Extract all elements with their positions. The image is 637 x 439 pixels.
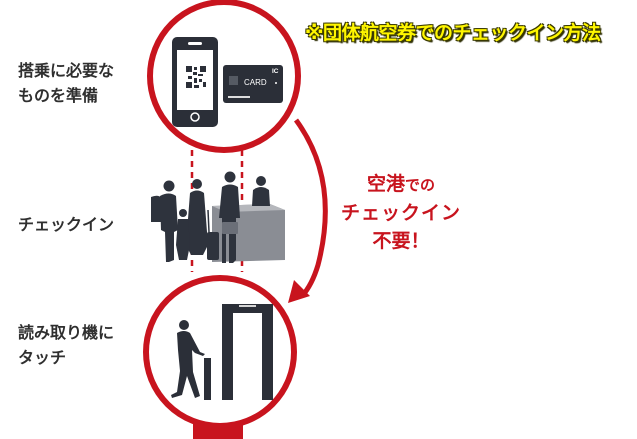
arrow-head-icon <box>288 280 310 303</box>
ic-card-icon: IC CARD <box>223 65 283 103</box>
ic-label: IC <box>272 68 279 75</box>
checkin-counter-queue-icon <box>151 171 285 263</box>
card-label: CARD <box>244 78 267 87</box>
callout-line1-sub: での <box>405 176 436 194</box>
smartphone-qr-icon <box>172 37 218 127</box>
step2-label: チェックイン <box>18 215 115 234</box>
gate-reader-touch-icon <box>171 304 273 400</box>
flow-arrow <box>293 118 328 298</box>
no-checkin-callout: 空港での チェックイン 不要！ <box>336 170 466 255</box>
callout-line1: 空港 <box>366 173 405 195</box>
page-title: ※団体航空券でのチェックイン方法 <box>305 22 601 44</box>
step3-label: 読み取り機に タッチ <box>18 323 115 367</box>
step1-label: 搭乗に必要な ものを準備 <box>18 61 115 105</box>
callout-line3: 不要！ <box>372 230 430 252</box>
callout-line2: チェックイン <box>340 202 461 224</box>
